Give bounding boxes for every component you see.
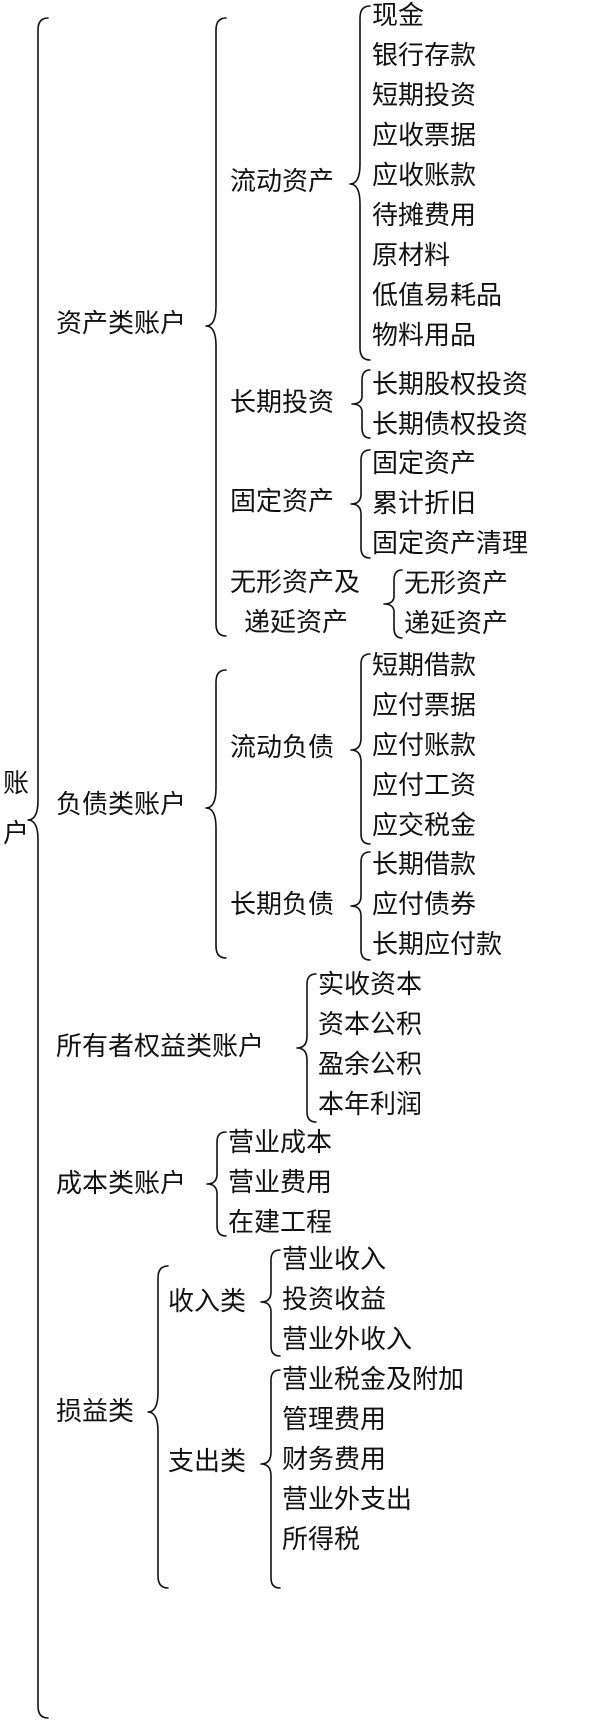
leaf-item: 原材料: [372, 241, 450, 271]
leaf-item: 待摊费用: [372, 201, 476, 231]
leaf-item: 应付账款: [372, 731, 476, 761]
brace-expense: [260, 1369, 281, 1589]
group-label-assets: 资产类账户: [56, 309, 186, 339]
leaf-item: 营业费用: [228, 1168, 332, 1198]
node-label-expense: 支出类: [168, 1447, 246, 1477]
leaf-item: 营业税金及附加: [282, 1365, 464, 1395]
node-label-current-liabilities: 流动负债: [230, 733, 334, 763]
brace-liabilities: [205, 669, 227, 959]
brace-current-liabilities: [350, 653, 371, 845]
node-label-income: 收入类: [168, 1287, 246, 1317]
leaf-item: 累计折旧: [372, 489, 476, 519]
leaf-item: 营业收入: [282, 1245, 386, 1275]
leaf-item: 在建工程: [228, 1208, 332, 1238]
leaf-item: 应付工资: [372, 771, 476, 801]
root-brace: [27, 17, 49, 1719]
brace-fixed-assets: [350, 449, 371, 559]
group-label-liabilities: 负债类账户: [56, 790, 186, 820]
leaf-item: 应交税金: [372, 811, 476, 841]
node-label-intangible-line-1: 无形资产及: [230, 568, 360, 598]
group-label-equity: 所有者权益类账户: [56, 1032, 264, 1062]
brace-intangible-deferred: [383, 569, 403, 639]
leaf-item: 资本公积: [318, 1010, 422, 1040]
leaf-item: 应收账款: [372, 161, 476, 191]
node-label-current-assets: 流动资产: [230, 167, 334, 197]
node-label-intangible-line-2: 递延资产: [244, 608, 348, 638]
leaf-item: 所得税: [282, 1525, 360, 1555]
leaf-item: 银行存款: [372, 41, 476, 71]
brace-profit-loss: [147, 1265, 169, 1589]
leaf-item: 财务费用: [282, 1445, 386, 1475]
node-label-long-term-investment: 长期投资: [230, 388, 334, 418]
leaf-item: 无形资产: [404, 569, 508, 599]
leaf-item: 短期投资: [372, 81, 476, 111]
root-node: 账 户: [3, 769, 29, 849]
brace-long-term-investment: [351, 369, 371, 439]
leaf-item: 盈余公积: [318, 1050, 422, 1080]
group-liabilities: 负债类账户 流动负债 短期借款 应付票据 应付账款 应付工资 应交税金 长期负债…: [56, 651, 502, 961]
leaf-item: 应收票据: [372, 121, 476, 151]
leaf-item: 现金: [372, 1, 424, 31]
leaf-item: 营业外支出: [282, 1485, 412, 1515]
brace-income: [260, 1249, 281, 1357]
group-label-profit-loss: 损益类: [56, 1397, 134, 1427]
leaf-item: 管理费用: [282, 1405, 386, 1435]
group-equity: 所有者权益类账户 实收资本 资本公积 盈余公积 本年利润: [56, 970, 422, 1123]
group-cost: 成本类账户 营业成本 营业费用 在建工程: [56, 1128, 332, 1238]
group-label-cost: 成本类账户: [56, 1169, 186, 1199]
node-label-long-term-liabilities: 长期负债: [230, 890, 334, 920]
leaf-item: 投资收益: [282, 1285, 386, 1315]
leaf-item: 低值易耗品: [372, 281, 502, 311]
leaf-item: 长期借款: [372, 850, 476, 880]
leaf-item: 固定资产: [372, 449, 476, 479]
leaf-item: 营业成本: [228, 1128, 332, 1158]
brace-cost: [206, 1131, 227, 1237]
leaf-item: 应付债券: [372, 890, 476, 920]
brace-equity: [296, 973, 317, 1123]
group-assets: 资产类账户 流动资产 现金 银行存款 短期投资 应收票据 应收账款 待摊费用 原…: [56, 1, 528, 639]
leaf-item: 递延资产: [404, 609, 508, 639]
leaf-item: 应付票据: [372, 691, 476, 721]
leaf-item: 营业外收入: [282, 1325, 412, 1355]
leaf-item: 长期股权投资: [372, 370, 528, 400]
group-profit-loss: 损益类 收入类 营业收入 投资收益 营业外收入 支出类 营业税金及附加 管理费用…: [56, 1245, 464, 1589]
leaf-item: 实收资本: [318, 970, 422, 1000]
leaf-item: 本年利润: [318, 1090, 422, 1120]
brace-long-term-liabilities: [350, 851, 371, 961]
brace-current-assets: [349, 5, 371, 361]
root-label-char-1: 账: [3, 769, 29, 799]
root-label-char-2: 户: [3, 819, 29, 849]
leaf-item: 长期债权投资: [372, 410, 528, 440]
leaf-item: 长期应付款: [372, 930, 502, 960]
leaf-item: 固定资产清理: [372, 529, 528, 559]
leaf-item: 短期借款: [372, 651, 476, 681]
leaf-item: 物料用品: [372, 321, 476, 351]
node-label-fixed-assets: 固定资产: [230, 487, 334, 517]
brace-assets: [205, 17, 227, 637]
